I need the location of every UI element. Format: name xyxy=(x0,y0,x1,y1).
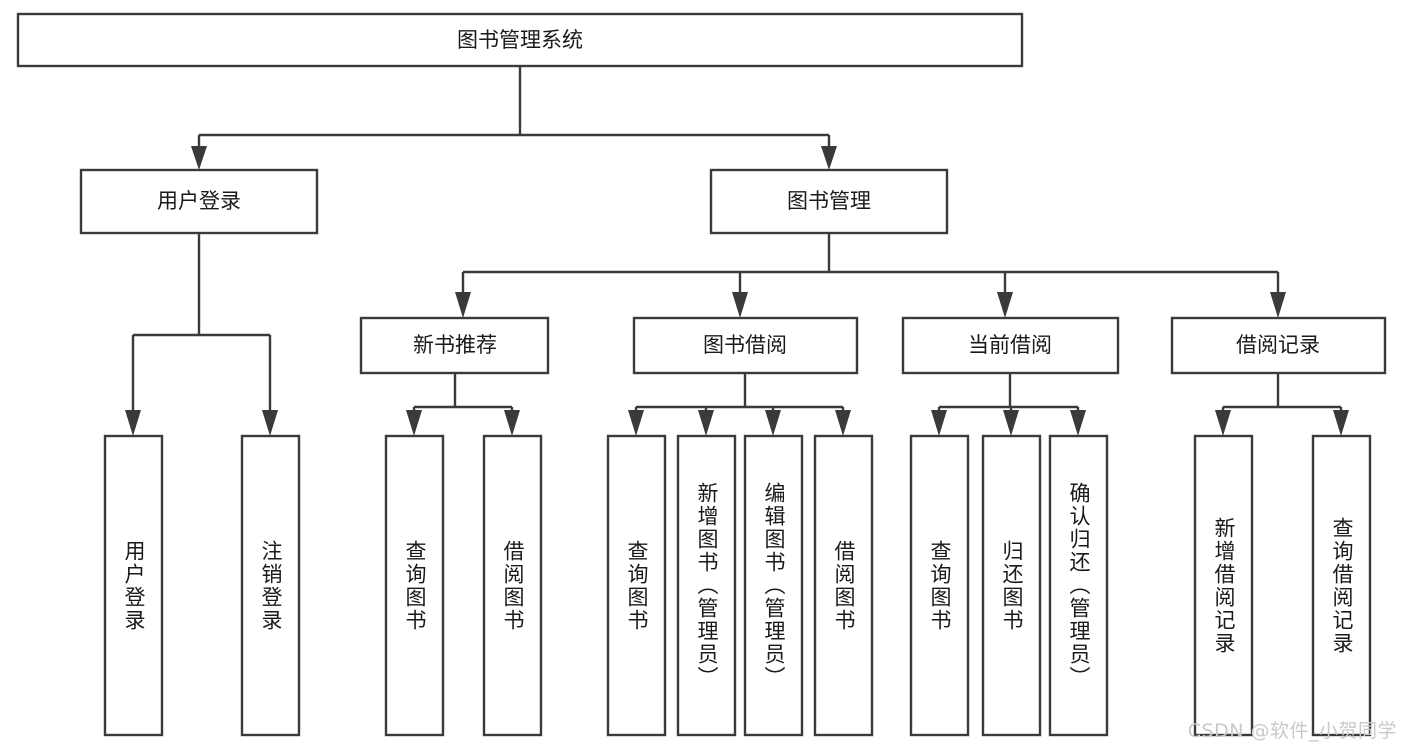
leaf-borrow-book-1-box[interactable] xyxy=(482,434,543,737)
node-book-borrow-box[interactable] xyxy=(632,316,859,375)
arrowhead-leaf-borrow-book-1 xyxy=(504,410,520,436)
node-root-box[interactable] xyxy=(16,12,1024,68)
node-new-book-recommend-label: 新书推荐 xyxy=(413,333,497,357)
leaf-add-book-box[interactable] xyxy=(676,434,737,737)
leaf-borrow-book-2-box[interactable] xyxy=(813,434,874,737)
arrowhead-leaf-borrow-book-2 xyxy=(835,410,851,436)
leaf-add-record-box[interactable] xyxy=(1193,434,1254,737)
node-user-login-label: 用户登录 xyxy=(157,189,241,213)
arrowhead-borrow-record xyxy=(1270,292,1286,318)
node-root-label: 图书管理系统 xyxy=(457,28,583,52)
leaf-query-book-1-box[interactable] xyxy=(384,434,445,737)
arrowhead-book-manage xyxy=(821,146,837,170)
arrowhead-book-borrow xyxy=(732,292,748,318)
node-book-manage-label: 图书管理 xyxy=(787,189,871,213)
node-book-borrow-label: 图书借阅 xyxy=(703,333,787,357)
leaf-query-book-2-box[interactable] xyxy=(606,434,667,737)
arrowhead-leaf-edit-book xyxy=(765,410,781,436)
arrowhead-leaf-confirm-return xyxy=(1070,410,1086,436)
arrowhead-leaf-query-book-3 xyxy=(931,410,947,436)
leaf-edit-book-box[interactable] xyxy=(743,434,804,737)
node-borrow-record[interactable]: 借阅记录 xyxy=(1170,316,1387,375)
node-user-login-box[interactable] xyxy=(79,168,319,235)
arrowhead-leaf-user-login xyxy=(125,410,141,436)
arrowhead-leaf-add-book xyxy=(698,410,714,436)
node-new-book-recommend[interactable]: 新书推荐 xyxy=(359,316,550,375)
node-current-borrow[interactable]: 当前借阅 xyxy=(901,316,1120,375)
node-book-manage[interactable]: 图书管理 xyxy=(709,168,949,235)
node-new-book-recommend-box[interactable] xyxy=(359,316,550,375)
node-book-manage-box[interactable] xyxy=(709,168,949,235)
arrowhead-leaf-query-book-1 xyxy=(406,410,422,436)
arrowhead-leaf-add-record xyxy=(1215,410,1231,436)
connector-group xyxy=(125,66,1349,436)
node-current-borrow-box[interactable] xyxy=(901,316,1120,375)
leaf-return-book-box[interactable] xyxy=(981,434,1042,737)
node-borrow-record-label: 借阅记录 xyxy=(1236,333,1320,357)
arrowhead-leaf-return-book xyxy=(1003,410,1019,436)
csdn-watermark: CSDN @软件_小贺同学 xyxy=(1187,720,1397,742)
node-current-borrow-label: 当前借阅 xyxy=(968,333,1052,357)
leaf-user-login-box[interactable] xyxy=(103,434,164,737)
node-root[interactable]: 图书管理系统 xyxy=(16,12,1024,68)
leaf-query-record-box[interactable] xyxy=(1311,434,1372,737)
leaf-box-group xyxy=(103,434,1372,737)
node-user-login[interactable]: 用户登录 xyxy=(79,168,319,235)
arrowhead-new-book-recommend xyxy=(455,292,471,318)
arrowhead-current-borrow xyxy=(997,292,1013,318)
arrowhead-leaf-query-record xyxy=(1333,410,1349,436)
leaf-logout-login-box[interactable] xyxy=(240,434,301,737)
node-borrow-record-box[interactable] xyxy=(1170,316,1387,375)
node-book-borrow[interactable]: 图书借阅 xyxy=(632,316,859,375)
leaf-confirm-return-box[interactable] xyxy=(1048,434,1109,737)
leaf-query-book-3-box[interactable] xyxy=(909,434,970,737)
arrowhead-leaf-logout-login xyxy=(262,410,278,436)
arrowhead-leaf-query-book-2 xyxy=(628,410,644,436)
arrowhead-user-login xyxy=(191,146,207,170)
